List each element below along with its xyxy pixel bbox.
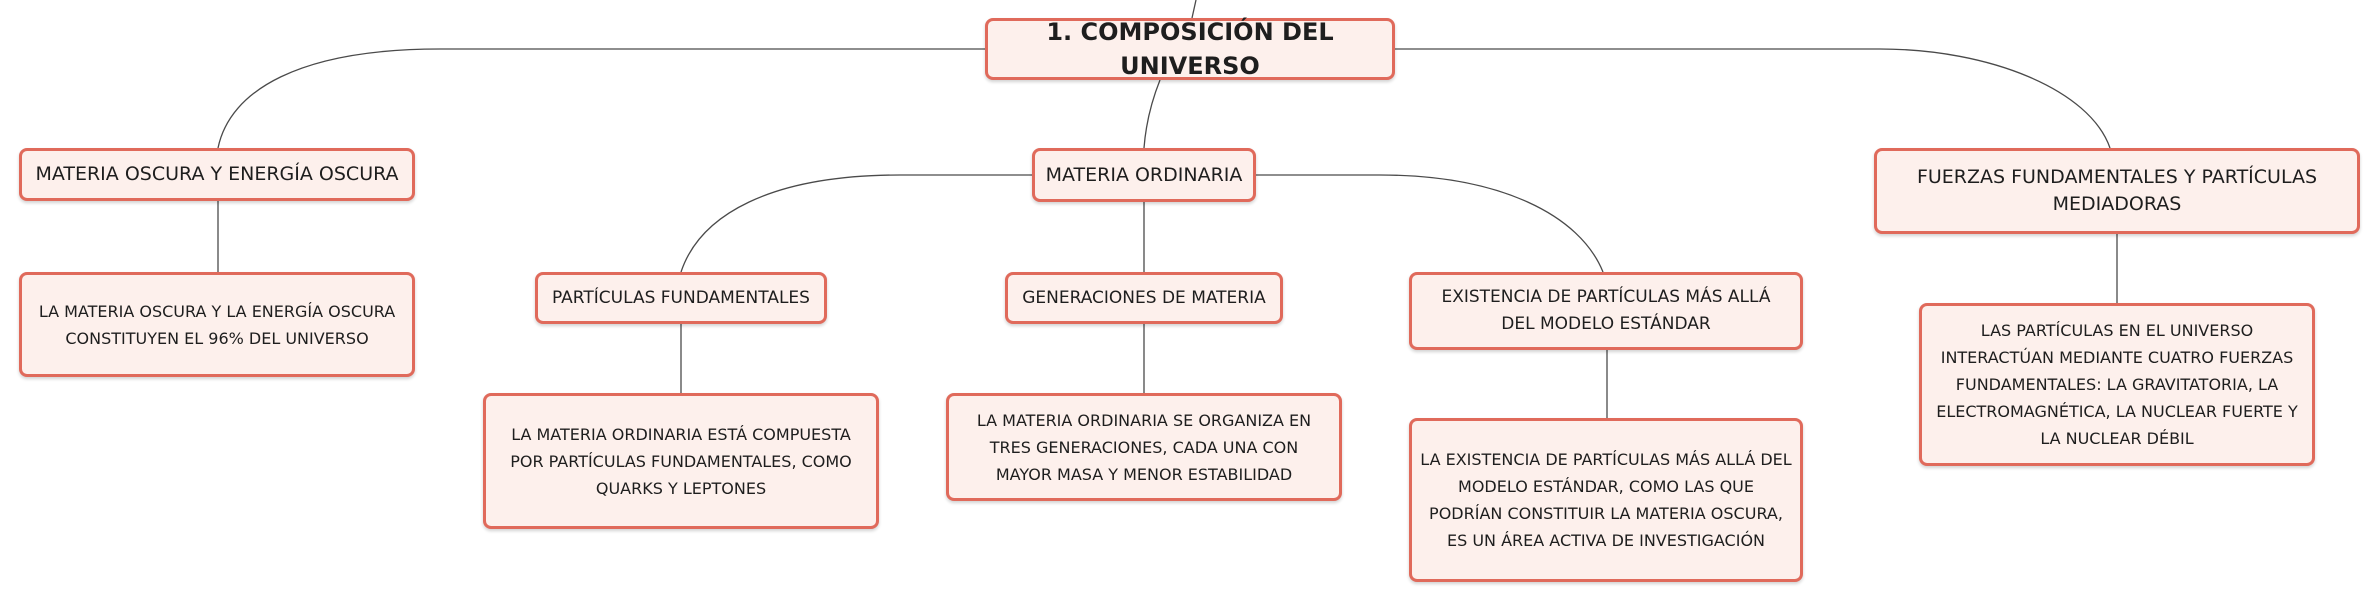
beyond-detail-text: LA EXISTENCIA DE PARTÍCULAS MÁS ALLÁ DEL… — [1420, 450, 1792, 550]
edge-ordinary-particles — [680, 174, 1032, 273]
node-particles-detail[interactable]: LA MATERIA ORDINARIA ESTÁ COMPUESTA POR … — [483, 393, 879, 529]
matter-generations-label: GENERACIONES DE MATERIA — [1022, 287, 1266, 308]
fundamental-particles-label: PARTÍCULAS FUNDAMENTALES — [552, 287, 810, 308]
node-fundamental-particles[interactable]: PARTÍCULAS FUNDAMENTALES — [535, 272, 827, 324]
node-beyond-standard-model[interactable]: EXISTENCIA DE PARTÍCULAS MÁS ALLÁ DEL MO… — [1409, 272, 1803, 350]
node-ordinary-matter[interactable]: MATERIA ORDINARIA — [1032, 148, 1256, 202]
generations-detail-text: LA MATERIA ORDINARIA SE ORGANIZA EN TRES… — [976, 410, 1312, 484]
particles-detail-text: LA MATERIA ORDINARIA ESTÁ COMPUESTA POR … — [510, 424, 852, 498]
edge-root-forces — [1395, 48, 2111, 149]
edge-top-stub — [1191, 0, 1197, 19]
node-beyond-detail[interactable]: LA EXISTENCIA DE PARTÍCULAS MÁS ALLÁ DEL… — [1409, 418, 1803, 582]
node-dark-matter-energy[interactable]: MATERIA OSCURA Y ENERGÍA OSCURA — [19, 148, 415, 201]
root-label: 1. COMPOSICIÓN DEL UNIVERSO — [1046, 17, 1334, 80]
dark-matter-energy-label: MATERIA OSCURA Y ENERGÍA OSCURA — [35, 163, 399, 186]
forces-detail-text: LAS PARTÍCULAS EN EL UNIVERSO INTERACTÚA… — [1936, 321, 2298, 448]
forces-mediators-label: FUERZAS FUNDAMENTALES Y PARTÍCULAS MEDIA… — [1916, 166, 2318, 215]
edge-root-dark — [217, 48, 985, 149]
edge-root-ordinary — [1143, 79, 1161, 149]
node-matter-generations[interactable]: GENERACIONES DE MATERIA — [1005, 272, 1283, 324]
node-forces-detail[interactable]: LAS PARTÍCULAS EN EL UNIVERSO INTERACTÚA… — [1919, 303, 2315, 466]
node-dark-matter-detail[interactable]: LA MATERIA OSCURA Y LA ENERGÍA OSCURA CO… — [19, 272, 415, 377]
ordinary-matter-label: MATERIA ORDINARIA — [1045, 163, 1243, 186]
node-generations-detail[interactable]: LA MATERIA ORDINARIA SE ORGANIZA EN TRES… — [946, 393, 1342, 501]
root-node[interactable]: 1. COMPOSICIÓN DEL UNIVERSO — [985, 18, 1395, 80]
beyond-standard-model-label: EXISTENCIA DE PARTÍCULAS MÁS ALLÁ DEL MO… — [1441, 287, 1771, 334]
edge-ordinary-beyond — [1256, 174, 1604, 273]
dark-matter-detail-text: LA MATERIA OSCURA Y LA ENERGÍA OSCURA CO… — [38, 301, 396, 348]
node-forces-mediators[interactable]: FUERZAS FUNDAMENTALES Y PARTÍCULAS MEDIA… — [1874, 148, 2360, 234]
